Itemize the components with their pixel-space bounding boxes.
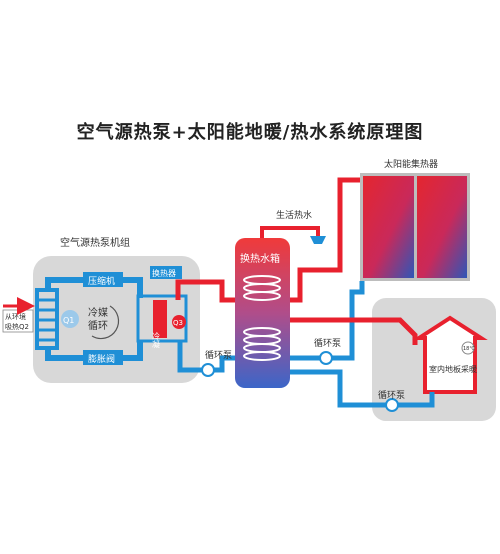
q1-label: Q1 <box>63 316 74 325</box>
pump-bottom-label: 循环泵 <box>378 389 405 401</box>
tank-lower-coil <box>243 327 281 361</box>
shower-icon <box>310 236 326 244</box>
q1-fan: Q1 <box>61 310 79 328</box>
pump-left-label: 循环泵 <box>205 349 232 361</box>
solar-panel-right <box>417 176 467 278</box>
hot-pipe-hp-to-tank <box>175 279 237 303</box>
q3-badge <box>172 315 186 329</box>
tank-label: 换热水箱 <box>240 252 280 265</box>
floor-hot-pipe <box>290 317 418 345</box>
thermostat-icon <box>461 341 475 355</box>
pump-bottom-icon <box>385 398 399 412</box>
house-label: 室内地板采暖 <box>429 364 477 374</box>
from-env-label-2: 吸热Q2 <box>5 322 29 331</box>
heat-exchanger-tag <box>150 266 182 279</box>
condenser-label: 冷凝 <box>152 331 161 349</box>
floor-cold-pipe <box>290 369 435 408</box>
refrigerant-cycle-label-2: 循环 <box>88 319 108 332</box>
dhw-pipe <box>260 226 320 238</box>
compressor-box <box>83 272 123 287</box>
solar-panel-left <box>363 176 414 278</box>
heat-pump-unit-label: 空气源热泵机组 <box>60 236 130 249</box>
heat-exchanger-label: 换热器 <box>152 268 176 278</box>
heat-exchanger-outline <box>136 294 188 343</box>
cold-pipe-tank-to-hp <box>177 340 237 373</box>
pump-middle-icon <box>319 351 333 365</box>
solar-collector-label: 太阳能集热器 <box>384 158 438 170</box>
house-icon <box>412 315 488 394</box>
solar-hot-pipe <box>290 177 360 303</box>
condenser-block <box>153 300 167 338</box>
diagram-title: 空气源热泵+太阳能地暖/热水系统原理图 <box>76 122 424 143</box>
thermostat-value: 18℃ <box>463 346 475 352</box>
heat-pump-unit-panel <box>33 256 200 383</box>
pump-middle-label: 循环泵 <box>314 337 341 349</box>
refrigerant-cycle-label: 冷媒 <box>88 306 108 319</box>
compressor-label: 压缩机 <box>88 275 115 287</box>
dhw-label: 生活热水 <box>276 209 312 221</box>
from-env-label-1: 从环境 <box>5 312 26 321</box>
expansion-valve-label: 膨胀阀 <box>88 353 115 365</box>
evaporator-coil <box>35 288 59 350</box>
tank-upper-coil <box>243 275 281 301</box>
q3-label: Q3 <box>173 319 183 327</box>
cycle-arrow-icon <box>91 305 120 340</box>
pump-left-icon <box>201 363 215 377</box>
expansion-valve-box <box>83 350 123 365</box>
